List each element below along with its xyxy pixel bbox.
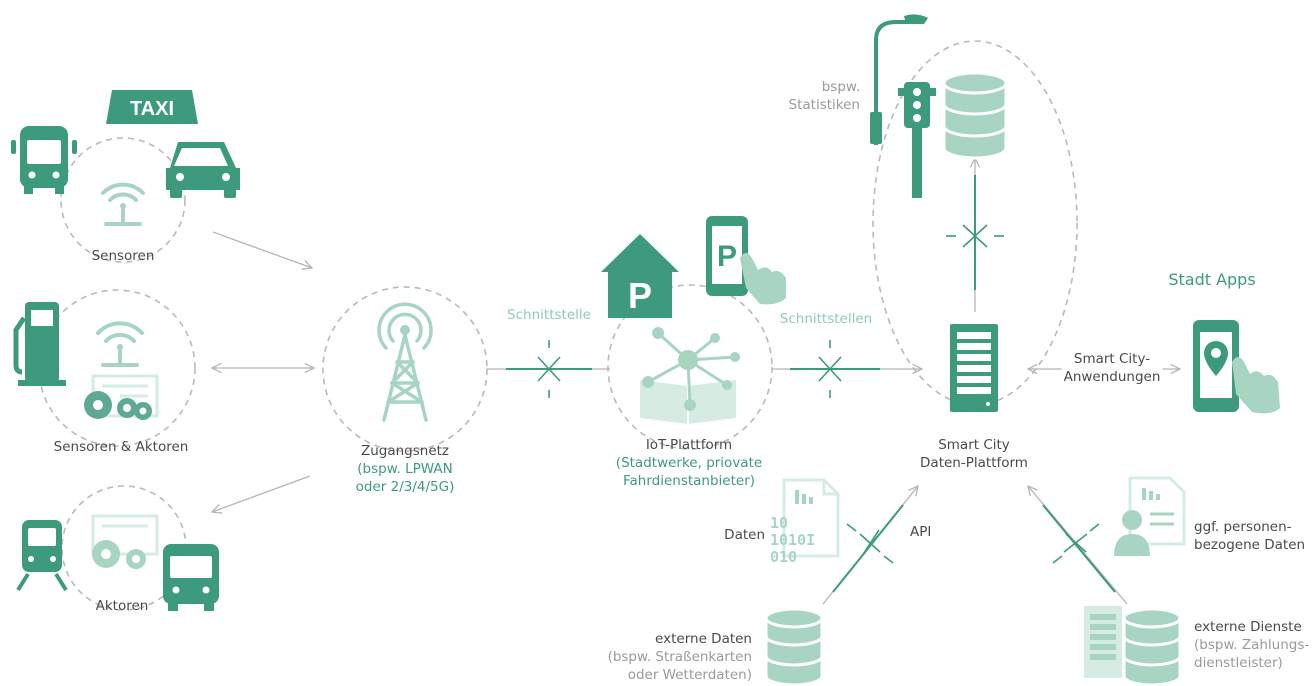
parking-app-phone-icon: P: [706, 216, 786, 305]
external-services-database-icon: [1122, 607, 1182, 686]
external-database-icon: [764, 607, 824, 686]
gears-icon: [84, 391, 152, 420]
sensors-actors-label: Sensoren & Aktoren: [54, 439, 189, 455]
statistics-label-1: bspw.: [821, 79, 860, 95]
arrow-network-to-actors: [212, 475, 311, 512]
street-lamp-icon: [870, 14, 928, 145]
smart-city-title-2: Daten-Plattform: [920, 455, 1028, 471]
city-apps-title: Stadt Apps: [1168, 270, 1256, 289]
iot-platform-subtitle-1: (Stadtwerke, priovate: [615, 455, 763, 471]
apps-link-label-2: Anwendungen: [1063, 369, 1161, 385]
svg-text:010: 010: [770, 548, 797, 566]
data-document-icon: 10 1010I 010: [770, 478, 840, 566]
interface-cross-4-icon: [846, 523, 894, 564]
wifi-sensor-icon: [101, 182, 145, 226]
parking-house-icon: P: [601, 234, 679, 318]
svg-text:1010I: 1010I: [770, 531, 815, 549]
iot-platform-subtitle-2: Fahrdienstanbieter): [622, 473, 756, 489]
interface-cross-1-icon: [537, 340, 561, 398]
external-services-server-icon: [1084, 606, 1122, 678]
iot-platform-title: IoT-Plattform: [645, 437, 733, 453]
personal-data-label-2: bezogene Daten: [1194, 537, 1306, 553]
iot-network-hub-icon: [640, 327, 740, 424]
external-services-sub-1: (bspw. Zahlungs-: [1194, 637, 1310, 653]
sensors-label: Sensoren: [92, 248, 155, 264]
iot-platform-circle: [607, 284, 773, 450]
statistics-label-2: Statistiken: [788, 97, 860, 113]
taxi-sign-text: TAXI: [130, 98, 174, 120]
database-icon: [942, 71, 1008, 160]
svg-text:10: 10: [770, 514, 788, 532]
personal-data-document-icon: [1114, 476, 1186, 556]
actors-label: Aktoren: [96, 598, 149, 614]
apps-link-label-1: Smart City-: [1073, 351, 1151, 367]
access-network-subtitle-2: oder 2/3/4/5G): [355, 479, 455, 495]
smart-city-ellipse: [872, 40, 1078, 406]
svg-text:P: P: [717, 240, 737, 273]
train-icon: [16, 520, 68, 592]
interface-label-2: Schnittstellen: [779, 311, 873, 327]
interface-cross-3-icon: [946, 224, 1004, 248]
interface-cross-5-icon: [1052, 523, 1100, 564]
interface-cross-2-icon: [818, 340, 842, 398]
external-services-label: externe Dienste: [1194, 619, 1302, 635]
bus-icon: [11, 126, 77, 194]
access-network-subtitle-1: (bspw. LPWAN: [357, 461, 453, 477]
charging-station-icon: [13, 302, 66, 386]
personal-data-label-1: ggf. personen-: [1194, 519, 1292, 535]
sensors-circle: [60, 137, 186, 263]
smart-city-title-1: Smart City: [938, 437, 1010, 453]
daten-label: Daten: [724, 527, 765, 543]
external-data-label: externe Daten: [655, 631, 752, 647]
access-network-title: Zugangsnetz: [360, 443, 450, 459]
car-icon: [166, 142, 240, 198]
minibus-icon: [163, 544, 219, 611]
taxi-sign-icon: TAXI: [106, 90, 198, 124]
sensors-actors-circle: [38, 289, 196, 447]
external-data-sub-1: (bspw. Straßenkarten: [607, 649, 752, 665]
city-app-phone-icon: [1193, 320, 1280, 414]
external-data-sub-2: oder Wetterdaten): [627, 667, 752, 683]
interface-label-1: Schnittstelle: [507, 307, 591, 323]
antenna-tower-icon: [377, 302, 433, 422]
external-services-sub-2: dienstleister): [1194, 655, 1283, 671]
parking-house-letter: P: [628, 275, 652, 316]
traffic-light-icon: [898, 82, 936, 198]
arrow-sensors-to-network: [212, 231, 312, 268]
gears-icon-2: [92, 540, 146, 569]
server-rack-icon: [950, 324, 998, 412]
api-label: API: [910, 524, 932, 540]
wifi-sensor-icon-2: [96, 321, 144, 367]
